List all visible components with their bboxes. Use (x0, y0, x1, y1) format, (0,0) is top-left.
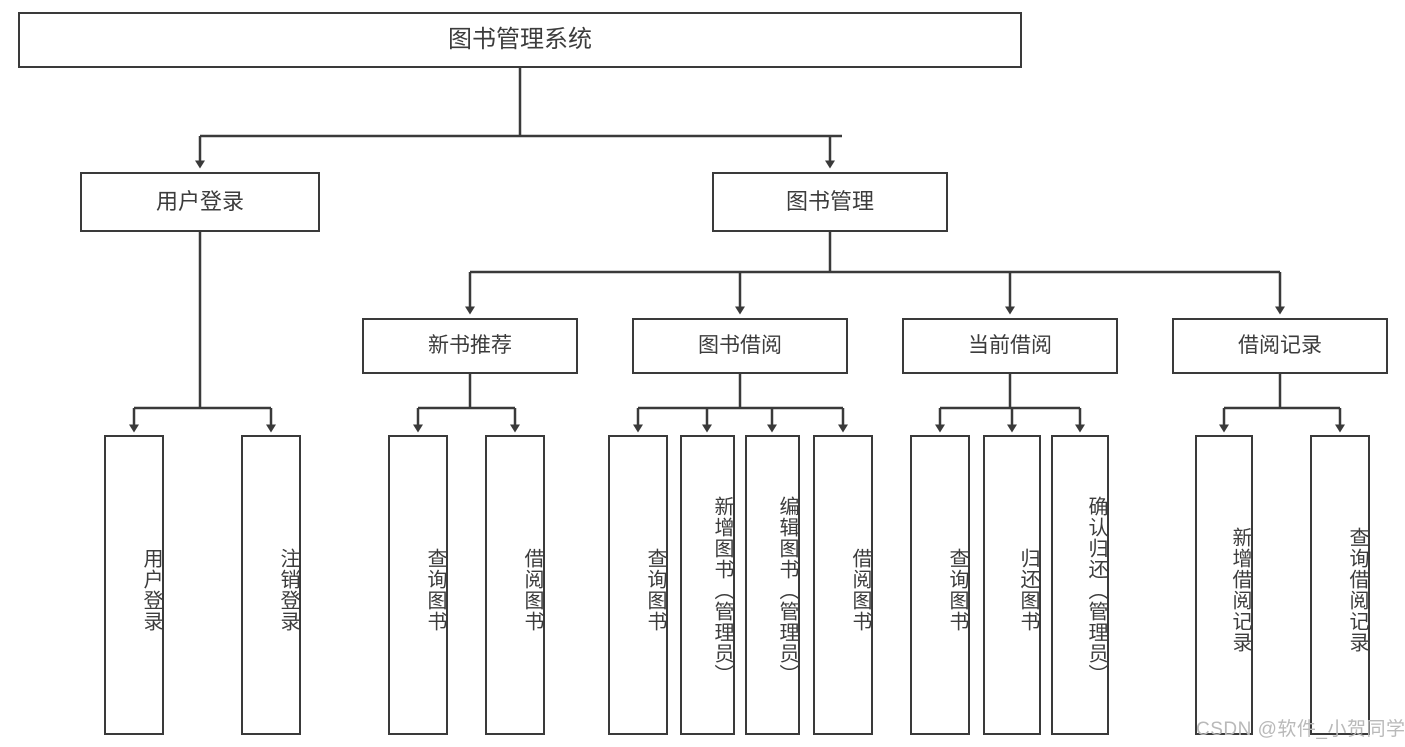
leaf-label: 确认归还（管理员） (1085, 495, 1107, 685)
node-current-borrowing[interactable]: 当前借阅 (902, 318, 1118, 374)
node-book-management[interactable]: 图书管理 (712, 172, 948, 232)
leaf-label: 注销登录 (277, 548, 299, 632)
node-leaf-edit-book-admin[interactable]: 编辑图书（管理员） (745, 435, 800, 735)
node-user-login[interactable]: 用户登录 (80, 172, 320, 232)
leaf-label: 归还图书 (1017, 548, 1039, 632)
csdn-watermark: CSDN @软件_小贺同学 (1196, 719, 1405, 740)
node-leaf-logout-login[interactable]: 注销登录 (241, 435, 301, 735)
node-leaf-query-borrow-record[interactable]: 查询借阅记录 (1310, 435, 1370, 735)
node-root-book-management-system[interactable]: 图书管理系统 (18, 12, 1022, 68)
leaf-label: 编辑图书（管理员） (776, 495, 798, 685)
node-leaf-query-book-1[interactable]: 查询图书 (388, 435, 448, 735)
node-leaf-query-book-3[interactable]: 查询图书 (910, 435, 970, 735)
leaf-label: 查询图书 (644, 548, 666, 632)
leaf-label: 查询图书 (424, 548, 446, 632)
node-book-borrowing[interactable]: 图书借阅 (632, 318, 848, 374)
node-new-book-recommendation[interactable]: 新书推荐 (362, 318, 578, 374)
node-leaf-add-book-admin[interactable]: 新增图书（管理员） (680, 435, 735, 735)
node-leaf-return-book[interactable]: 归还图书 (983, 435, 1041, 735)
node-leaf-confirm-return-admin[interactable]: 确认归还（管理员） (1051, 435, 1109, 735)
node-leaf-borrow-book-2[interactable]: 借阅图书 (813, 435, 873, 735)
leaf-label: 查询图书 (946, 548, 968, 632)
node-leaf-borrow-book-1[interactable]: 借阅图书 (485, 435, 545, 735)
leaf-label: 借阅图书 (849, 548, 871, 632)
leaf-label: 查询借阅记录 (1346, 527, 1368, 653)
node-leaf-query-book-2[interactable]: 查询图书 (608, 435, 668, 735)
leaf-label: 新增借阅记录 (1229, 527, 1251, 653)
leaf-label: 新增图书（管理员） (711, 495, 733, 685)
node-leaf-user-login[interactable]: 用户登录 (104, 435, 164, 735)
node-borrowing-record[interactable]: 借阅记录 (1172, 318, 1388, 374)
leaf-label: 用户登录 (140, 548, 162, 632)
leaf-label: 借阅图书 (521, 548, 543, 632)
node-leaf-add-borrow-record[interactable]: 新增借阅记录 (1195, 435, 1253, 735)
